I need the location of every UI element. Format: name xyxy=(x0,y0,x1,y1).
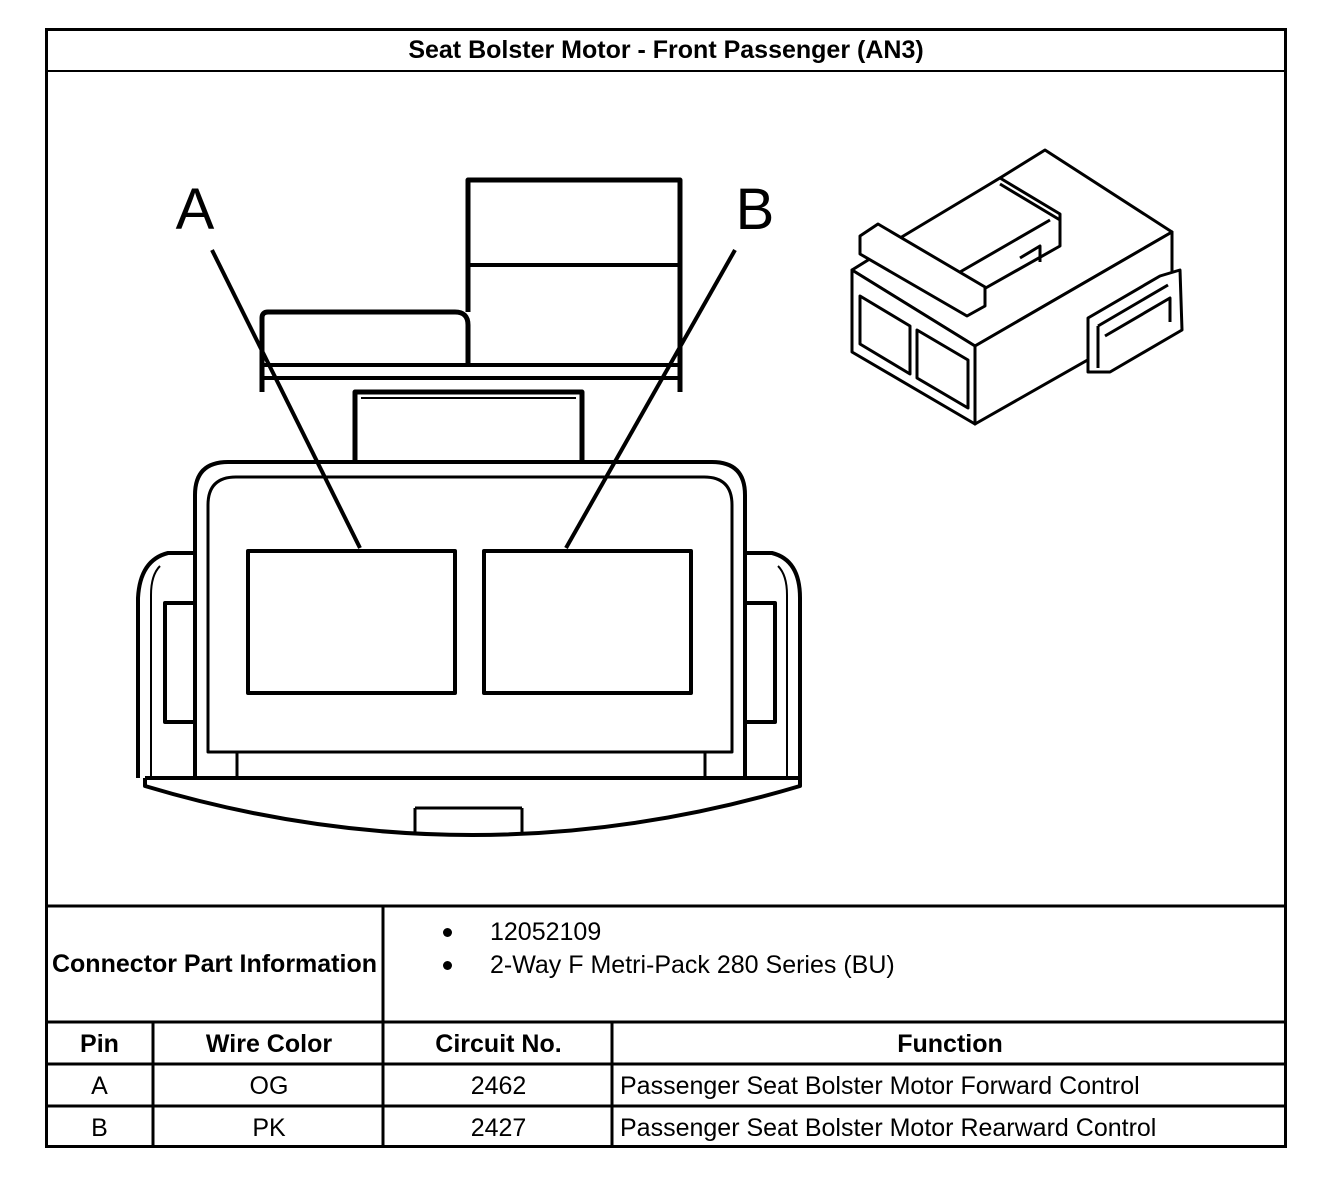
iso-side-latch xyxy=(1086,268,1184,374)
row-a-wire-color: OG xyxy=(249,1071,289,1100)
header-pin: Pin xyxy=(80,1029,119,1058)
bullet-icon xyxy=(443,928,452,937)
connector-face-view xyxy=(136,177,802,837)
header-circuit-no: Circuit No. xyxy=(435,1029,562,1058)
row-a-circuit: 2462 xyxy=(470,1071,527,1100)
row-b-circuit: 2427 xyxy=(470,1113,527,1142)
connector-part-number: 12052109 xyxy=(490,917,602,946)
row-a-function: Passenger Seat Bolster Motor Forward Con… xyxy=(620,1071,1140,1100)
body-inner xyxy=(206,475,734,754)
body-bottom-band xyxy=(235,752,707,778)
row-b-wire-color: PK xyxy=(252,1113,286,1142)
housing-center-tab xyxy=(352,389,585,473)
row-b-pin: B xyxy=(91,1113,108,1142)
base-key xyxy=(413,806,524,835)
row-b-function: Passenger Seat Bolster Motor Rearward Co… xyxy=(620,1113,1157,1142)
connector-description: 2-Way F Metri-Pack 280 Series (BU) xyxy=(490,950,895,979)
header-wire-color: Wire Color xyxy=(205,1029,333,1058)
outer-frame xyxy=(45,28,1287,1148)
connector-isometric-view xyxy=(850,148,1184,426)
iso-cavity-1 xyxy=(858,294,912,376)
left-latch-notch xyxy=(163,601,195,724)
page-title: Seat Bolster Motor - Front Passenger (AN… xyxy=(408,36,924,64)
left-latch xyxy=(136,551,195,778)
iso-cavity-2 xyxy=(915,328,970,410)
right-latch-inner xyxy=(777,565,788,778)
iso-side-latch-detail xyxy=(1096,283,1172,368)
leader-line-b xyxy=(564,249,737,549)
cavity-b xyxy=(482,549,693,695)
bullet-icon xyxy=(443,961,452,970)
table-grid xyxy=(45,28,1287,1148)
left-latch-inner xyxy=(150,565,161,778)
body-outer xyxy=(193,460,747,778)
connector-info-label: Connector Part Information xyxy=(51,949,377,978)
header-function: Function xyxy=(897,1029,1003,1058)
iso-latch-detail xyxy=(959,182,1061,274)
cavity-a xyxy=(246,549,457,695)
leader-line-a xyxy=(210,249,362,549)
iso-latch-bar xyxy=(858,222,987,318)
right-latch-notch xyxy=(745,601,777,724)
right-latch xyxy=(745,551,802,778)
housing-top-block xyxy=(465,177,683,392)
base-curve xyxy=(143,778,802,837)
housing-left-block xyxy=(259,309,471,392)
pin-label-b: B xyxy=(735,177,775,242)
pin-label-a: A xyxy=(175,177,215,242)
row-a-pin: A xyxy=(91,1071,108,1100)
